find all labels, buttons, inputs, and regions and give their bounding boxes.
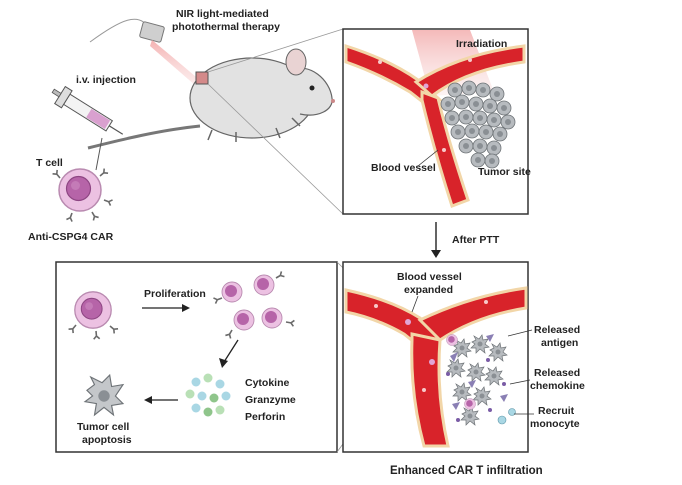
enhanced-infiltration-caption: Enhanced CAR T infiltration xyxy=(390,465,543,477)
released-antigen-label-1: Released xyxy=(534,324,580,336)
laser-head-icon xyxy=(139,21,165,43)
anti-car-label: Anti-CSPG4 CAR xyxy=(28,231,114,243)
granules-icon xyxy=(185,373,231,417)
released-chemokine-label-1: Released xyxy=(534,367,580,379)
infiltration-zone xyxy=(446,334,516,426)
cytokine-label: Cytokine xyxy=(245,377,290,389)
syringe-icon xyxy=(51,85,124,135)
granzyme-label: Granzyme xyxy=(245,394,296,406)
blood-vessel-pointer xyxy=(417,149,439,167)
antigen-pointer xyxy=(507,329,533,337)
recruit-label-1: Recruit xyxy=(538,405,575,417)
tumor-apoptosis-label-2: apoptosis xyxy=(82,434,132,446)
zoom-line-bottom xyxy=(207,83,344,215)
released-antigen-label-2: antigen xyxy=(541,337,578,349)
zoom-line-top xyxy=(207,28,344,73)
cytotoxic-arrow xyxy=(219,339,239,368)
apoptosis-arrow xyxy=(144,396,178,404)
proliferation-label: Proliferation xyxy=(144,288,206,300)
blood-vessel-expanded xyxy=(344,286,528,448)
blood-vessel-label: Blood vessel xyxy=(371,162,436,174)
released-chemokine-label-2: chemokine xyxy=(530,380,585,392)
perforin-label: Perforin xyxy=(245,411,285,423)
mouse-icon xyxy=(87,48,335,150)
tumor-site-label: Tumor site xyxy=(478,166,531,178)
t-cell-icon xyxy=(58,168,102,212)
tumor-apoptosis-label-1: Tumor cell xyxy=(77,421,129,433)
nir-label-line1: NIR light-mediated xyxy=(176,8,269,20)
chemokine-pointer xyxy=(509,379,531,385)
tumor-cell-apoptosis-icon xyxy=(83,373,125,417)
panel-bottom-right: Blood vessel expanded Released antigen R… xyxy=(342,261,585,453)
bv-expanded-label-2: expanded xyxy=(404,284,453,296)
proliferation-arrow xyxy=(142,304,190,312)
panel-top-right: Irradiation Blood vessel Tumor site xyxy=(342,28,531,215)
bv-expanded-pointer xyxy=(411,295,419,313)
recruit-label-2: monocyte xyxy=(530,418,580,430)
t-cell-start-icon xyxy=(74,291,112,329)
after-ptt-label: After PTT xyxy=(452,234,500,246)
syringe-pointer xyxy=(95,137,103,171)
blood-vessel-top xyxy=(344,43,526,208)
iv-injection-label: i.v. injection xyxy=(76,74,136,86)
irradiation-label: Irradiation xyxy=(456,38,507,50)
bv-expanded-label-1: Blood vessel xyxy=(397,271,462,283)
after-ptt-arrow xyxy=(431,222,441,258)
panel-bottom-left: Proliferation xyxy=(55,261,338,453)
nir-label-line2: photothermal therapy xyxy=(172,21,280,33)
laser-beam xyxy=(150,40,202,86)
t-cell-label: T cell xyxy=(36,157,63,169)
